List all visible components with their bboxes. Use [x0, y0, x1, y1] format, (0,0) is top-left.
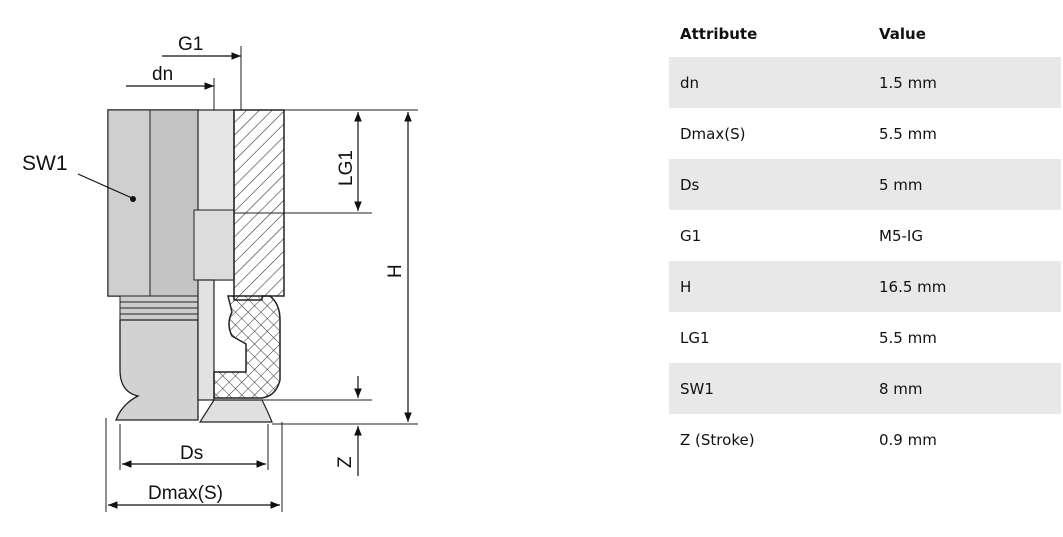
technical-drawing: G1 dn SW1 LG1 H Z Ds Dmax(S) [22, 34, 418, 512]
label-dmax: Dmax(S) [148, 483, 223, 504]
label-lg1: LG1 [336, 150, 357, 186]
dimension-lines [77, 52, 412, 509]
table-row: Z (Stroke) 0.9 mm [669, 414, 1061, 465]
label-sw1: SW1 [22, 152, 68, 175]
cell-attribute: LG1 [680, 328, 710, 347]
table-row: H 16.5 mm [669, 261, 1061, 312]
label-h: H [385, 264, 406, 278]
cell-value: M5-IG [879, 226, 923, 245]
cell-attribute: Z (Stroke) [680, 430, 755, 449]
label-g1: G1 [178, 34, 203, 55]
label-z: Z [335, 456, 356, 468]
cell-attribute: dn [669, 57, 879, 108]
attribute-table: Attribute Value dn 1.5 mm Dmax(S) 5.5 mm… [669, 10, 1061, 465]
table-header-row: Attribute Value [669, 10, 1061, 57]
table-row: LG1 5.5 mm [669, 312, 1061, 363]
cell-value: 5.5 mm [879, 328, 937, 347]
sw1-leader-dot [130, 196, 136, 202]
thread-rings [119, 295, 199, 321]
hex-nut-body [107, 109, 199, 297]
cell-value: 0.9 mm [879, 430, 937, 449]
table-row: dn 1.5 mm [669, 57, 1061, 108]
table-row: Dmax(S) 5.5 mm [669, 108, 1061, 159]
header-value: Value [879, 24, 926, 43]
cell-value: 8 mm [879, 363, 1061, 414]
label-ds: Ds [180, 443, 203, 464]
table-row: G1 M5-IG [669, 210, 1061, 261]
table-row: Ds 5 mm [669, 159, 1061, 210]
header-attribute: Attribute [680, 24, 758, 43]
cell-attribute: H [669, 261, 879, 312]
attribute-table-container: Attribute Value dn 1.5 mm Dmax(S) 5.5 mm… [669, 10, 1061, 465]
hatched-section [233, 109, 285, 301]
cell-attribute: Ds [669, 159, 879, 210]
label-dn: dn [152, 64, 173, 85]
cell-value: 5 mm [879, 159, 1061, 210]
suction-cup-outline [115, 319, 199, 421]
cell-attribute: G1 [680, 226, 702, 245]
cell-value: 5.5 mm [879, 124, 937, 143]
table-row: SW1 8 mm [669, 363, 1061, 414]
cell-attribute: SW1 [669, 363, 879, 414]
cell-value: 16.5 mm [879, 261, 1061, 312]
extension-lines [105, 46, 418, 512]
cell-value: 1.5 mm [879, 57, 1061, 108]
cell-attribute: Dmax(S) [680, 124, 746, 143]
rubber-cup-section [213, 295, 281, 399]
